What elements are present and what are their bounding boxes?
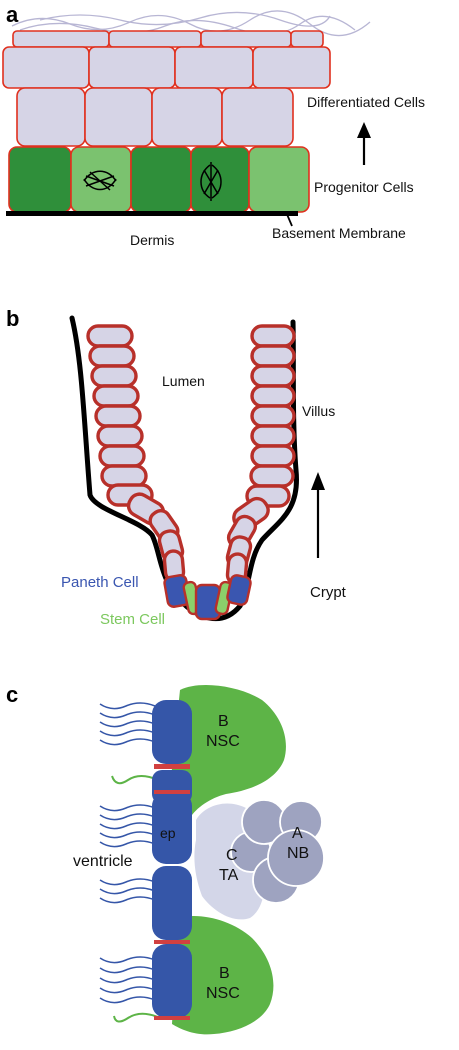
progenitor-row — [8, 146, 310, 213]
ependymal-column — [152, 700, 192, 1020]
nb-cluster — [230, 799, 325, 904]
label-nsc-top: NSC — [206, 733, 240, 750]
label-ep: ep — [160, 825, 176, 841]
spindle-icon — [83, 170, 117, 191]
differentiated-row-upper — [2, 46, 331, 89]
label-b-bottom: B — [219, 965, 230, 982]
nsc-primary-cilium — [111, 775, 159, 1023]
label-stem-cell: Stem Cell — [100, 611, 165, 628]
villus-cells-left — [86, 324, 186, 583]
basement-membrane-line — [6, 211, 298, 216]
migration-arrow — [311, 472, 325, 558]
label-nsc-bottom: NSC — [206, 985, 240, 1002]
nsc-cell-top — [170, 685, 286, 818]
label-ventricle: ventricle — [73, 853, 133, 870]
crypt-base-cells — [163, 574, 252, 621]
panel-b: b — [6, 306, 347, 628]
label-progenitor-cells: Progenitor Cells — [314, 179, 414, 195]
label-paneth-cell: Paneth Cell — [61, 574, 139, 591]
panel-a: a — [2, 2, 425, 248]
label-villus: Villus — [302, 403, 335, 419]
label-b-top: B — [218, 713, 229, 730]
panel-b-letter: b — [6, 306, 19, 331]
basement-pointer — [285, 211, 293, 227]
label-c: C — [226, 847, 238, 864]
differentiation-arrow — [357, 122, 371, 165]
spindle-icon — [200, 162, 222, 201]
label-crypt: Crypt — [310, 584, 347, 601]
label-differentiated-cells: Differentiated Cells — [307, 94, 425, 110]
panel-a-letter: a — [6, 2, 19, 27]
label-lumen: Lumen — [162, 373, 205, 389]
label-a: A — [292, 825, 303, 842]
label-ta: TA — [219, 867, 239, 884]
panel-c: c — [6, 682, 325, 1035]
surface-squiggles — [11, 10, 371, 37]
squamous-row — [12, 30, 324, 48]
nsc-cell-bottom — [172, 916, 274, 1035]
label-basement-membrane: Basement Membrane — [272, 225, 406, 241]
label-dermis: Dermis — [130, 232, 174, 248]
label-nb: NB — [287, 845, 309, 862]
differentiated-row-lower — [16, 87, 294, 147]
villus-cells-right — [225, 324, 296, 586]
panel-c-letter: c — [6, 682, 18, 707]
cilia — [99, 702, 156, 1004]
